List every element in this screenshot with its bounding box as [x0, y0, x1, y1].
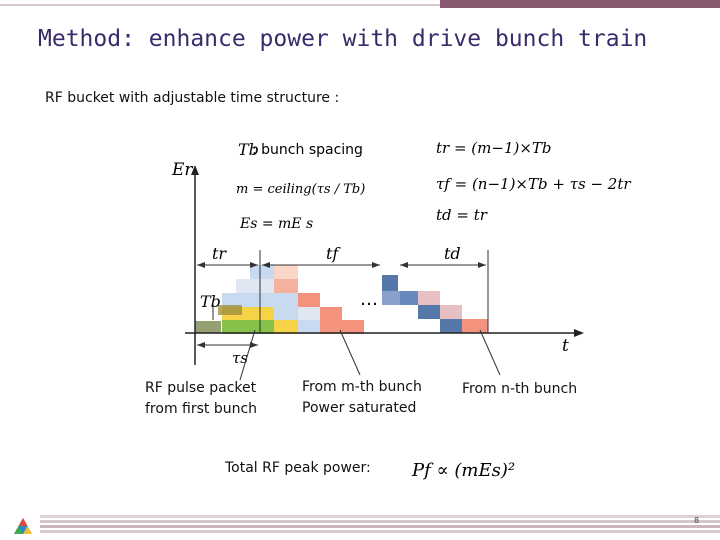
tb-description: : bunch spacing [252, 142, 363, 158]
label-from-m-line2: Power saturated [302, 400, 417, 416]
tr-label: tr [212, 244, 227, 263]
peak-formula-text: Pf ∝ (mEs)² [411, 460, 515, 481]
y-axis-label: Er [171, 160, 193, 180]
td-definition: td = tr [436, 206, 488, 224]
lab-logo-icon [14, 518, 32, 534]
label-rf-pulse-line2: from first bunch [145, 401, 258, 417]
tr-definition: tr = (m−1)×Tb [436, 139, 552, 157]
pointer-n-th [479, 329, 501, 376]
header-line [0, 4, 720, 6]
label-from-n: From n-th bunch [462, 381, 578, 397]
slide-title: Method: enhance power with drive bunch t… [38, 26, 648, 52]
m-definition: m = ceiling(τs / Tb) [236, 182, 365, 197]
slide-subtitle: RF bucket with adjustable time structure… [45, 90, 340, 106]
peak-power-label: Total RF peak power: [225, 460, 371, 476]
pointer-m-th [339, 329, 361, 376]
x-axis-label: t [562, 336, 569, 356]
td-label: td [444, 244, 461, 263]
header-accent [440, 0, 720, 8]
page-number: 8 [694, 516, 700, 525]
label-from-m: From m-th bunch Power saturated [302, 377, 422, 419]
ellipsis-label: … [360, 289, 378, 310]
header-bar [0, 0, 720, 10]
label-rf-pulse-line1: RF pulse packet [145, 380, 257, 396]
nth-bunch-blocks [382, 275, 488, 333]
tb-symbol: Tb [238, 140, 259, 159]
peak-power-formula: Pf ∝ (mEs)² [411, 460, 515, 481]
tf-definition: τf = (n−1)×Tb + τs − 2tr [436, 175, 631, 193]
label-rf-pulse: RF pulse packet from first bunch [145, 378, 257, 420]
tf-label: tf [326, 244, 341, 263]
tb-label: Tb [200, 292, 221, 311]
first-bunch-blocks [222, 265, 364, 334]
bunch-train-diagram: Er t tr tf td Tb τs … Tb : bunch spacing… [171, 139, 631, 381]
es-definition: Es = mE s [239, 216, 313, 232]
footer-stripes [40, 515, 720, 533]
pointer-rf-pulse [239, 329, 256, 381]
bunch-noise-markers [195, 305, 242, 333]
taus-label: τs [232, 349, 248, 367]
label-from-m-line1: From m-th bunch [302, 379, 422, 395]
